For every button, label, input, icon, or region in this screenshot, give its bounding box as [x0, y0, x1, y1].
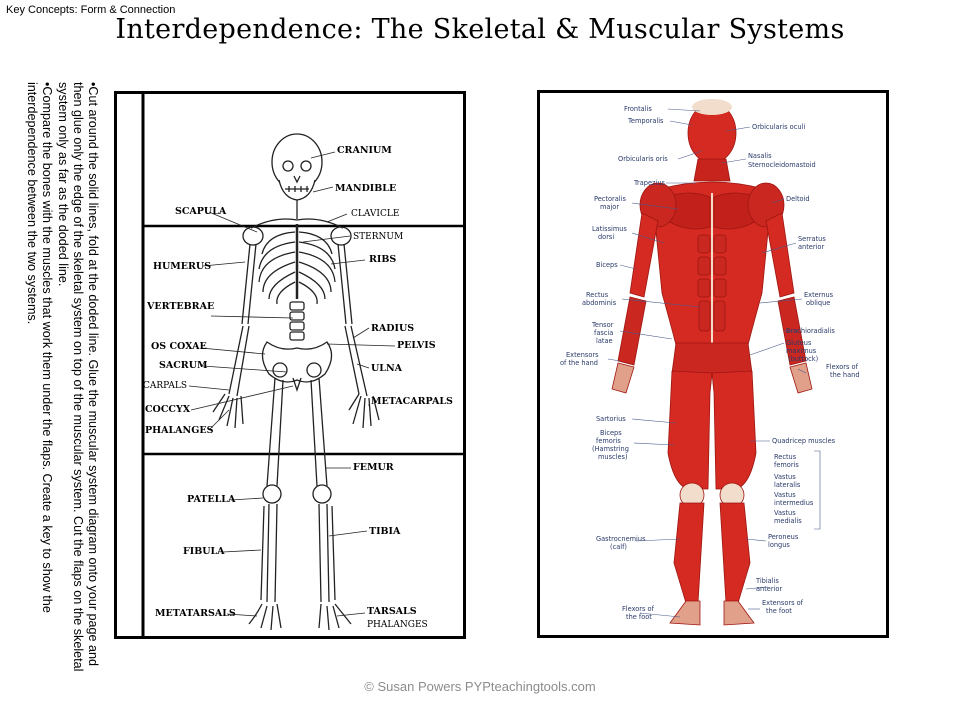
label-femur: FEMUR — [353, 462, 394, 473]
label-rectus-abdominis-2: abdominis — [582, 299, 617, 307]
label-flex-hand-1: Flexors of — [826, 363, 859, 371]
skeleton-leader-lines — [188, 151, 396, 617]
label-tibia: TIBIA — [369, 526, 401, 537]
label-sternum: STERNUM — [353, 232, 403, 242]
skeletal-system-panel: CRANIUM MANDIBLE SCAPULA CLAVICLE STERNU… — [114, 91, 466, 639]
label-phalanges-foot: PHALANGES — [367, 620, 428, 630]
label-sartorius: Sartorius — [596, 415, 626, 423]
label-gluteus-2: maximus — [786, 347, 817, 355]
label-quadricep-muscles: Quadricep muscles — [772, 437, 836, 445]
label-rectus-femoris-1: Rectus — [774, 453, 797, 461]
label-flex-foot-1: Flexors of — [622, 605, 655, 613]
label-tensor-1: Tensor — [591, 321, 614, 329]
instruction-compare: •Compare the bones with the muscles that… — [25, 82, 55, 613]
muscle-diagram: Frontalis Temporalis Orbicularis oculi O… — [560, 99, 860, 626]
label-scapula: SCAPULA — [175, 206, 227, 217]
page-title: Interdependence: The Skeletal & Muscular… — [115, 14, 845, 45]
label-vastus-intermedius-2: intermedius — [774, 499, 814, 507]
label-coccyx: COCCYX — [145, 404, 191, 415]
label-serratus-2: anterior — [798, 243, 824, 251]
label-ext-hand-1: Extensors — [566, 351, 599, 359]
label-phalanges-hand: PHALANGES — [145, 425, 214, 436]
label-latissimus-2: dorsi — [598, 233, 614, 241]
label-gluteus-3: (buttock) — [788, 355, 818, 363]
copyright-footer: © Susan Powers PYPteachingtools.com — [364, 679, 596, 694]
muscle-figure — [611, 99, 813, 626]
label-rectus-abdominis-1: Rectus — [586, 291, 609, 299]
label-ext-foot-1: Extensors of — [762, 599, 804, 607]
label-radius: RADIUS — [371, 323, 414, 334]
label-tibialis-1: Tibialis — [755, 577, 779, 585]
label-humerus: HUMERUS — [153, 261, 211, 272]
label-vastus-medialis-1: Vastus — [774, 509, 796, 517]
label-gastrocnemius-2: (calf) — [610, 543, 627, 551]
label-orbicularis-oris: Orbicularis oris — [618, 155, 668, 163]
label-biceps-femoris-4: muscles) — [598, 453, 628, 461]
label-ribs: RIBS — [369, 254, 396, 265]
label-orbicularis-oculi: Orbicularis oculi — [752, 123, 805, 131]
label-rectus-femoris-2: femoris — [774, 461, 799, 469]
label-biceps-femoris-1: Biceps — [600, 429, 622, 437]
label-biceps-femoris-3: (Hamstring — [592, 445, 629, 453]
muscular-system-panel: Frontalis Temporalis Orbicularis oculi O… — [537, 90, 889, 638]
key-concepts: Key Concepts: Form & Connection — [6, 4, 176, 16]
label-fibula: FIBULA — [183, 546, 225, 557]
label-frontalis: Frontalis — [624, 105, 652, 113]
label-mandible: MANDIBLE — [335, 183, 396, 194]
label-vastus-lateralis-1: Vastus — [774, 473, 796, 481]
label-sacrum: SACRUM — [159, 360, 208, 371]
label-vastus-medialis-2: medialis — [774, 517, 802, 525]
skeleton-diagram: CRANIUM MANDIBLE SCAPULA CLAVICLE STERNU… — [141, 94, 463, 636]
label-temporalis: Temporalis — [627, 117, 664, 125]
label-nasalis: Nasalis — [748, 152, 772, 160]
label-sternocleidomastoid: Sternocleidomastoid — [748, 161, 816, 169]
label-flex-foot-2: the foot — [626, 613, 652, 621]
label-peroneus-1: Peroneus — [768, 533, 799, 541]
label-pelvis: PELVIS — [397, 340, 436, 351]
label-biceps: Biceps — [596, 261, 618, 269]
label-metatarsals: METATARSALS — [155, 608, 236, 619]
label-biceps-femoris-2: femoris — [596, 437, 621, 445]
label-serratus-1: Serratus — [798, 235, 826, 243]
label-ext-hand-2: of the hand — [560, 359, 598, 367]
label-vastus-intermedius-1: Vastus — [774, 491, 796, 499]
label-gluteus-1: Gluteus — [786, 339, 812, 347]
label-tibialis-2: anterior — [756, 585, 782, 593]
label-os-coxae: OS COXAE — [151, 341, 207, 352]
label-brachioradialis: Brachioradialis — [786, 327, 835, 335]
instruction-cut: •Cut around the solid lines, fold at the… — [55, 82, 100, 672]
quadricep-bracket — [814, 450, 821, 530]
label-ulna: ULNA — [371, 363, 403, 374]
label-latissimus-1: Latissimus — [592, 225, 627, 233]
label-cranium: CRANIUM — [337, 145, 392, 156]
instructions: •Cut around the solid lines, fold at the… — [6, 82, 100, 682]
label-patella: PATELLA — [187, 494, 236, 505]
label-deltoid: Deltoid — [786, 195, 810, 203]
label-pectoralis-1: Pectoralis — [594, 195, 626, 203]
label-peroneus-2: longus — [768, 541, 790, 549]
label-metacarpals: METACARPALS — [371, 396, 453, 407]
label-pectoralis-2: major — [600, 203, 619, 211]
label-gastrocnemius-1: Gastrocnemius — [596, 535, 646, 543]
label-tensor-3: latae — [596, 337, 613, 345]
label-vertebrae: VERTEBRAE — [146, 301, 214, 312]
label-vastus-lateralis-2: lateralis — [774, 481, 801, 489]
muscle-leader-lines — [607, 108, 807, 618]
label-externus-2: oblique — [806, 299, 830, 307]
label-trapezius: Trapezius — [633, 179, 666, 187]
label-clavicle: CLAVICLE — [351, 209, 399, 219]
label-tarsals: TARSALS — [367, 606, 417, 617]
label-tensor-2: fascia — [594, 329, 613, 337]
label-flex-hand-2: the hand — [830, 371, 860, 379]
label-externus-1: Externus — [804, 291, 834, 299]
label-carpals: CARPALS — [143, 381, 187, 391]
label-ext-foot-2: the foot — [766, 607, 792, 615]
